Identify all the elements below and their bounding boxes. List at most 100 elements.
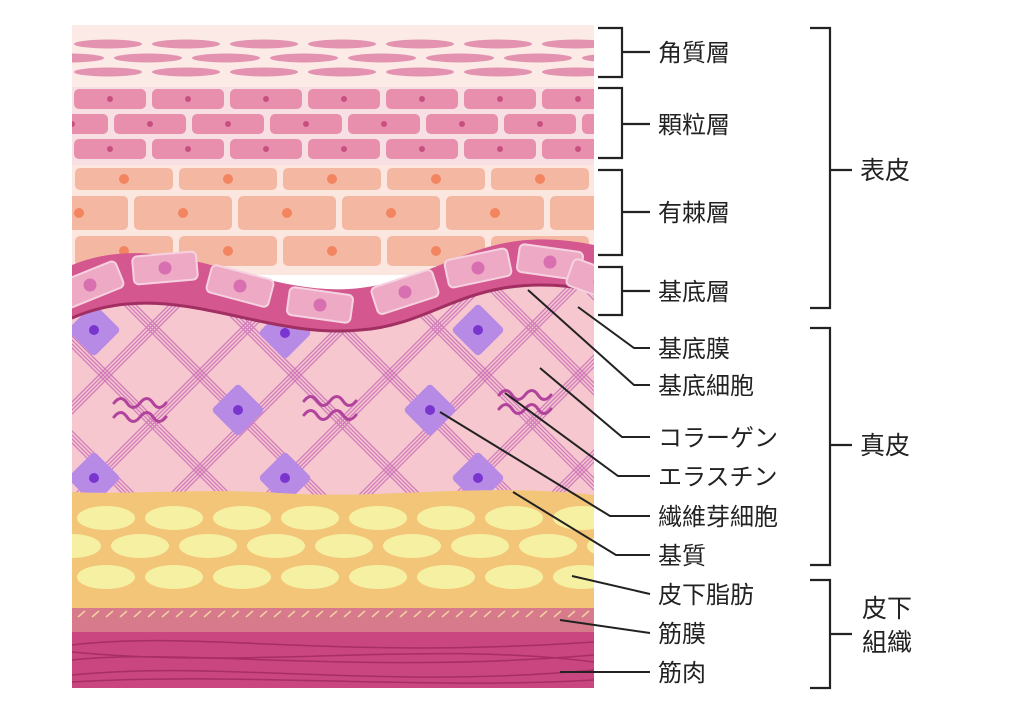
fibroblast-nucleus — [89, 473, 99, 483]
collagen-fiber — [460, 260, 594, 495]
fascia-mark — [133, 610, 142, 618]
corneum-cell — [582, 54, 594, 62]
fat-cell — [349, 506, 407, 530]
granular-cell — [72, 114, 108, 134]
elastin-fiber — [497, 389, 553, 401]
fat-cell — [383, 534, 441, 558]
fat-cell — [281, 506, 339, 530]
group-label-hika-line1: 皮下 — [862, 594, 912, 623]
fascia-mark — [385, 610, 394, 618]
granular-nucleus — [225, 121, 231, 127]
granular-nucleus — [537, 121, 543, 127]
fascia-mark — [231, 610, 240, 618]
fascia-mark — [147, 610, 156, 618]
fat-cell — [111, 534, 169, 558]
basal-cells — [72, 243, 594, 324]
group-brackets — [810, 26, 852, 690]
corneum-cell — [386, 39, 454, 49]
leader-kiteisaibo — [527, 289, 650, 386]
fascia-marks — [77, 610, 590, 618]
collagen-fiber — [746, 250, 996, 500]
spinous-cells — [72, 168, 604, 266]
basement-membrane-line — [72, 283, 594, 333]
granular-nucleus — [615, 121, 621, 127]
leader-hikashibo — [571, 575, 651, 595]
bracket-hyohi — [810, 26, 852, 310]
fascia-mark — [525, 610, 534, 618]
spinous-nucleus — [431, 174, 441, 184]
fascia-mark — [343, 610, 352, 618]
bracket-kanryu — [598, 86, 650, 160]
granular-nucleus — [107, 96, 113, 102]
spinous-nucleus — [490, 208, 500, 218]
fascia-mark — [105, 610, 114, 618]
fascia-mark — [315, 610, 324, 618]
label-sengaisaibo: 繊維芽細胞 — [658, 503, 778, 531]
label-elastin: エラスチン — [658, 463, 778, 491]
collagen-fiber — [0, 250, 46, 500]
basal-nucleus — [543, 255, 557, 269]
collagen-fiber — [0, 250, 46, 500]
granular-nucleus — [303, 121, 309, 127]
bracket-hika — [810, 578, 852, 690]
collagen-fiber — [353, 260, 594, 495]
fibroblast-nucleus — [280, 473, 290, 483]
fascia-mark — [553, 610, 562, 618]
collagen-fiber — [0, 250, 38, 500]
corneum-cell — [74, 67, 142, 77]
group-label-shinpi: 真皮 — [860, 431, 910, 460]
fat-cell — [417, 506, 475, 530]
corneum-cell — [464, 39, 532, 49]
spinous-nucleus — [74, 208, 84, 218]
fascia-mark — [371, 610, 380, 618]
leader-kishitsu — [512, 491, 650, 556]
fascia-mark — [273, 610, 282, 618]
elastin-fibers — [112, 389, 553, 423]
collagen-fiber — [742, 250, 992, 500]
elastin-fiber — [497, 403, 553, 415]
bracket-shinpi — [810, 326, 852, 567]
corneum-cell — [74, 39, 142, 49]
spinous-nucleus — [282, 208, 292, 218]
granular-nucleus — [459, 121, 465, 127]
granular-nucleus — [107, 146, 113, 152]
corneum-cell — [504, 53, 572, 63]
label-kanryu: 顆粒層 — [658, 111, 730, 139]
granular-nucleus — [419, 146, 425, 152]
collagen-fiber — [357, 260, 594, 495]
corneum-cell — [192, 53, 260, 63]
group-label-hika-line2: 組織 — [862, 628, 912, 657]
fat-cell — [179, 534, 237, 558]
fascia-mark — [511, 610, 520, 618]
corneum-cell — [114, 53, 182, 63]
fascia-mark — [441, 610, 450, 618]
fat-cell — [485, 506, 543, 530]
fat-cell — [281, 565, 339, 589]
spinous-cell — [550, 196, 594, 230]
fascia-mark — [399, 610, 408, 618]
collagen-fiber — [746, 250, 996, 500]
fascia-mark — [483, 610, 492, 618]
fat-cell — [485, 565, 543, 589]
fascia-mark — [161, 610, 170, 618]
granular-nucleus — [341, 96, 347, 102]
fat-cells — [72, 506, 594, 589]
corneum-cell — [348, 53, 416, 63]
label-hikashibo: 皮下脂肪 — [658, 581, 754, 609]
fat-cell — [315, 534, 373, 558]
label-kinniku: 筋肉 — [658, 659, 706, 687]
granular-nucleus — [263, 96, 269, 102]
spinous-nucleus — [594, 208, 604, 218]
fascia-mark — [357, 610, 366, 618]
basal-nucleus — [593, 279, 594, 285]
spinous-nucleus — [178, 208, 188, 218]
fat-cell — [213, 565, 271, 589]
fat-cell — [519, 534, 577, 558]
fascia-mark — [581, 610, 590, 618]
corneum-cell — [230, 67, 298, 77]
fascia-mark — [497, 610, 506, 618]
fibroblast-nucleus — [473, 325, 483, 335]
spinous-nucleus — [119, 174, 129, 184]
corneum-cell — [386, 67, 454, 77]
